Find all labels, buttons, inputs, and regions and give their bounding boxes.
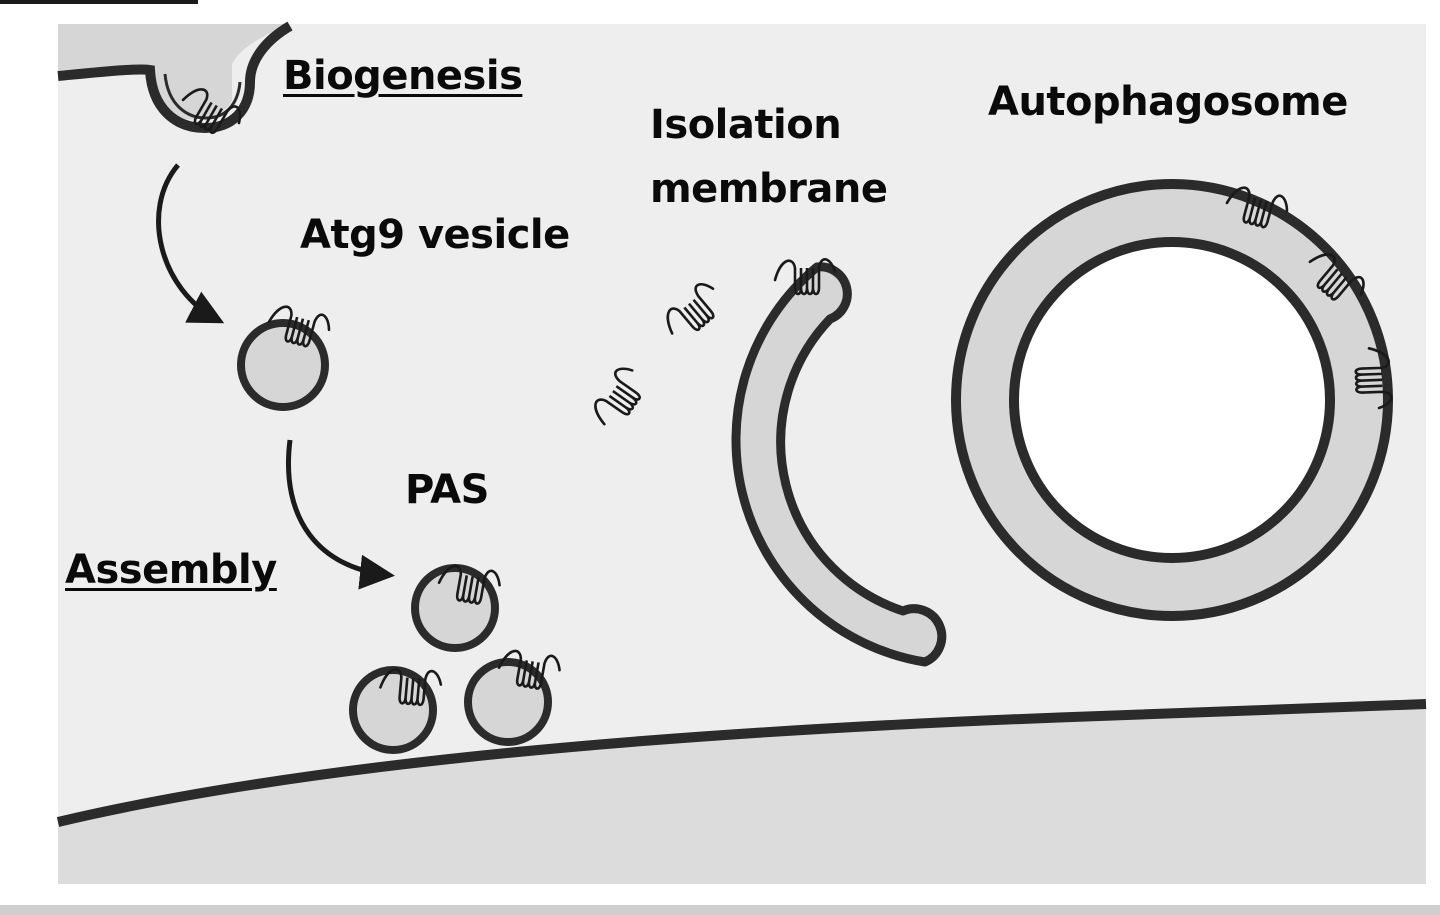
cell-body-membrane (56, 699, 1427, 827)
label-biogenesis: Biogenesis (283, 53, 523, 99)
header-rule (0, 0, 198, 4)
bottom-bar (0, 905, 1440, 915)
arrow-atg9-to-pas (286, 439, 395, 590)
atg9-protein-icon (497, 649, 561, 690)
arrow-biogenesis-to-atg9 (156, 163, 225, 324)
pas-vesicle-top (411, 564, 499, 652)
label-assembly: Assembly (65, 547, 277, 593)
label-autophagosome: Autophagosome (988, 79, 1348, 125)
label-pas: PAS (405, 467, 489, 513)
cell-body (58, 704, 1426, 884)
atg9-protein-icon (773, 258, 837, 296)
pas-vesicle-left (349, 666, 437, 754)
budding-vesicle-inner (163, 73, 242, 120)
donor-membrane (58, 24, 290, 120)
autophagosome-inner (1009, 237, 1335, 563)
label-isolation-membrane: Isolation membrane (650, 93, 888, 221)
label-atg9-vesicle: Atg9 vesicle (300, 212, 570, 258)
isolation-membrane (731, 262, 947, 667)
label-isolation-line2: membrane (650, 166, 888, 212)
label-isolation-line1: Isolation (650, 102, 842, 148)
atg9-vesicle (237, 319, 329, 411)
atg9-protein-icon (437, 564, 501, 605)
